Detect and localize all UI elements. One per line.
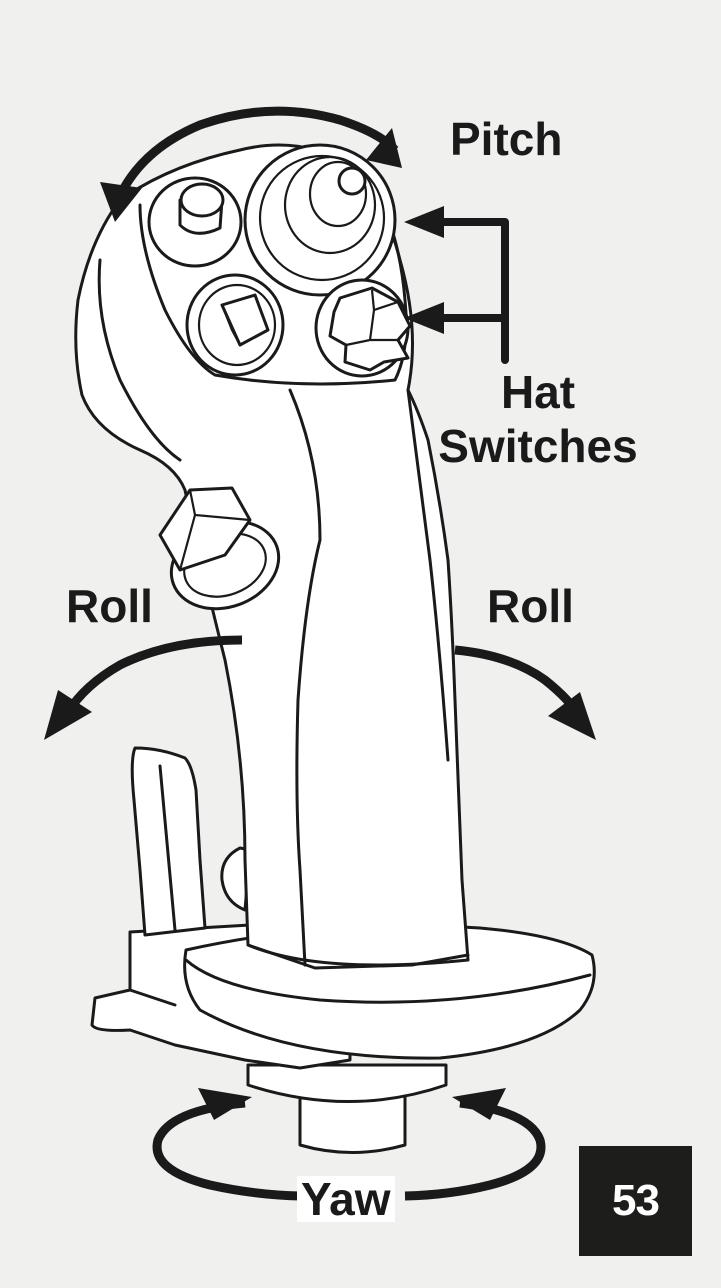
joystick-base bbox=[90, 746, 596, 1154]
hat-switch-pointer bbox=[404, 206, 509, 364]
side-thumb-button bbox=[158, 486, 281, 611]
page-number-box: 53 bbox=[579, 1146, 692, 1256]
roll-left-label: Roll bbox=[66, 580, 153, 632]
yaw-arrow bbox=[152, 1088, 546, 1201]
hat-switches-line1: Hat bbox=[500, 366, 576, 418]
top-hat-switch bbox=[243, 143, 397, 297]
small-top-button bbox=[147, 176, 243, 268]
hat-switches-line2: Switches bbox=[438, 419, 638, 472]
pitch-arrow bbox=[100, 106, 402, 222]
hat-switches-label: Hat Switches bbox=[428, 366, 648, 474]
square-button bbox=[185, 273, 285, 377]
page-number: 53 bbox=[612, 1176, 660, 1225]
roll-arrow-left bbox=[44, 635, 243, 740]
roll-arrow-right bbox=[454, 645, 596, 740]
pitch-label: Pitch bbox=[450, 113, 563, 165]
side-hat-switch bbox=[314, 278, 412, 378]
joystick-grip bbox=[74, 143, 470, 970]
yaw-label: Yaw bbox=[297, 1176, 395, 1222]
roll-right-label: Roll bbox=[487, 580, 574, 632]
